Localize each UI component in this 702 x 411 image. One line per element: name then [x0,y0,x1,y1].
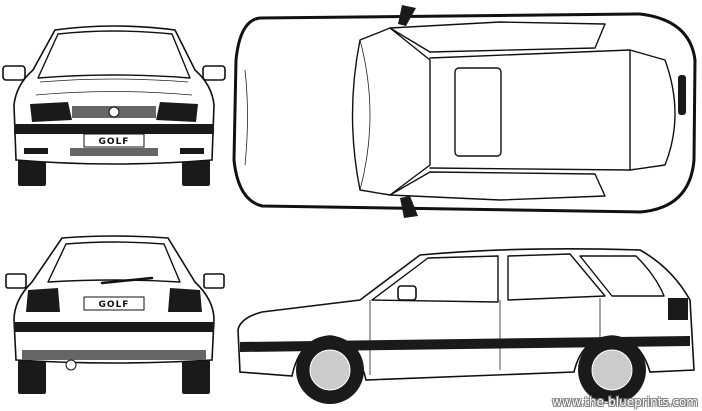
windshield [37,30,191,79]
front-plate-text: GOLF [99,137,130,147]
left-foglight [24,148,48,154]
rear-quarter-window [579,255,665,297]
rear-window [47,241,181,283]
rear-bumper-strip [14,322,214,332]
top-windshield [351,27,431,196]
side-taillight [668,298,688,320]
right-headlight [156,102,198,122]
front-bumper-strip [14,124,214,134]
hood-lines [35,78,193,96]
rear-wiper [100,276,154,285]
left-taillight [26,288,60,312]
rear-license-plate [83,296,145,311]
hood-creases [244,39,371,191]
rear-wheel-rim [591,349,633,391]
rear-left-mirror [5,273,27,289]
front-view: GOLF [2,25,226,186]
front-right-tire [182,158,210,186]
rear-window-top [629,49,676,171]
watermark-text: www.the-blueprints.com [551,395,698,409]
rear-left-tire [18,360,46,394]
rear-door-window [507,253,606,301]
right-foglight [180,148,204,154]
front-license-plate [83,133,145,148]
sunroof [454,67,502,157]
top-view [232,5,697,218]
right-mirror [202,65,226,81]
vw-badge [108,106,120,118]
rear-valance [22,350,206,360]
rear-view: GOLF [5,235,225,394]
front-door-window [371,255,499,303]
rear-spoiler-detail [678,75,686,115]
left-headlight [30,102,72,122]
side-windows-left [389,21,606,53]
rear-right-mirror [203,273,225,289]
top-left-mirror [398,5,416,26]
door-lines [369,298,601,375]
exhaust-pipe [65,359,77,371]
top-body-outline [232,12,697,214]
front-wheel-rim [309,349,351,391]
side-view [237,247,695,404]
front-left-tire [18,158,46,186]
roof-outline [429,49,631,171]
top-right-mirror [400,196,418,218]
side-windows-right [389,171,606,201]
left-mirror [2,65,26,81]
rear-right-tire [182,360,210,394]
rear-plate-text: GOLF [99,300,130,310]
side-mirror [397,285,417,301]
front-lower-intake [70,148,158,156]
right-taillight [168,288,202,312]
